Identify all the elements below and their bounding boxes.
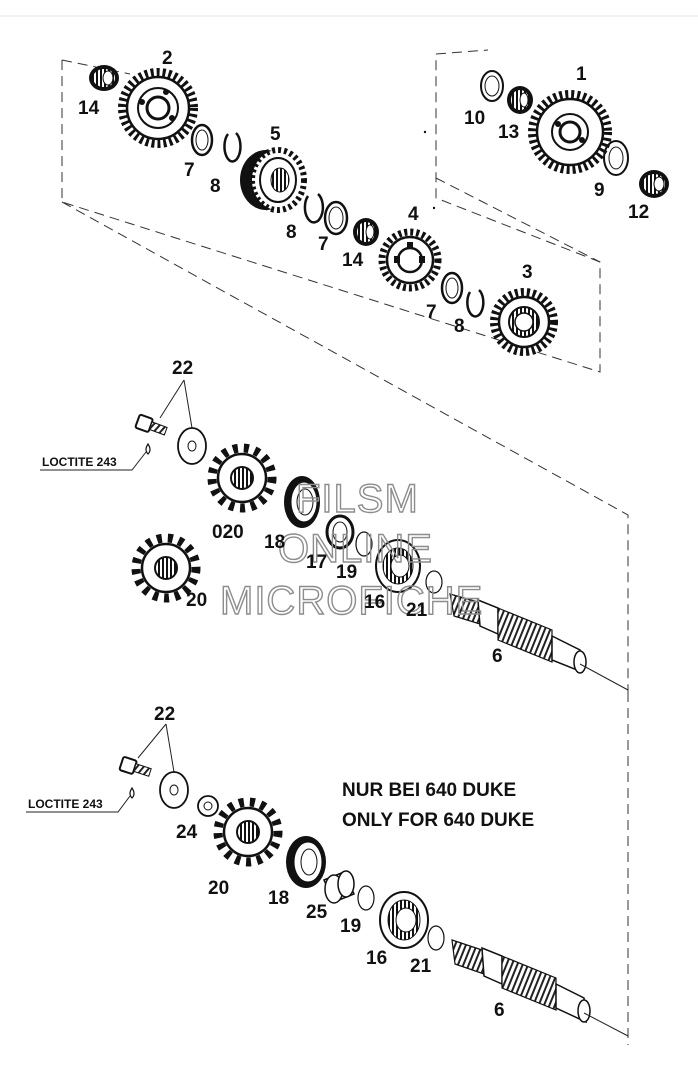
label-6-lower: 6 xyxy=(494,1000,505,1021)
label-5: 5 xyxy=(270,124,281,145)
needle-bearing-13 xyxy=(507,86,533,114)
shaft-6-upper xyxy=(449,593,629,691)
label-20-lower: 20 xyxy=(208,878,229,899)
variant-note-de: NUR BEI 640 DUKE xyxy=(342,780,516,801)
label-22-lower: 22 xyxy=(154,704,175,725)
label-14-upper: 14 xyxy=(78,98,100,119)
label-14-middle: 14 xyxy=(342,250,364,271)
o-ring-19-lower xyxy=(357,885,375,911)
circlip-8-upper-a xyxy=(223,132,242,163)
label-7-a: 7 xyxy=(184,160,195,181)
label-19-upper: 19 xyxy=(336,562,357,583)
label-3: 3 xyxy=(522,262,533,283)
label-18-upper: 18 xyxy=(264,532,285,553)
washer-7-upper-b xyxy=(323,200,349,236)
variant-note-en: ONLY FOR 640 DUKE xyxy=(342,810,534,831)
o-ring-21-lower xyxy=(427,925,445,951)
o-ring-21-upper xyxy=(425,570,443,594)
gear-2 xyxy=(118,68,198,148)
sprocket-020 xyxy=(207,443,277,513)
label-7-c: 7 xyxy=(426,302,437,323)
gear-3 xyxy=(490,288,558,356)
label-24: 24 xyxy=(176,822,198,843)
o-ring-19-upper xyxy=(355,531,373,557)
bolt-upper xyxy=(134,413,168,436)
shaft-6-lower xyxy=(451,939,629,1037)
dashed-group-outline-upper xyxy=(61,49,601,373)
loctite-drop-upper xyxy=(40,442,151,471)
needle-bearing-14-upper xyxy=(89,65,119,91)
washer-10 xyxy=(480,70,504,102)
bolt-lower xyxy=(118,756,152,777)
label-020: 020 xyxy=(212,522,244,543)
label-8-b: 8 xyxy=(286,222,297,243)
label-21-upper: 21 xyxy=(406,600,428,621)
spacer-25 xyxy=(322,870,356,904)
needle-bearing-12 xyxy=(639,170,669,198)
circlip-8-upper-b xyxy=(303,193,325,224)
washer-7-upper-a xyxy=(190,123,214,157)
label-10: 10 xyxy=(464,108,485,129)
dashed-group-outline-shaft xyxy=(61,201,629,1045)
sprocket-20-lower xyxy=(213,797,283,867)
gear-5 xyxy=(240,147,307,213)
label-25: 25 xyxy=(306,902,328,923)
watermark-line-3: MICROFICHE xyxy=(220,579,483,623)
label-19-lower: 19 xyxy=(340,916,361,937)
washer-24 xyxy=(197,795,219,817)
label-1: 1 xyxy=(576,64,587,85)
gear-4 xyxy=(378,228,442,292)
watermark-line-1: FILSM xyxy=(296,477,419,521)
label-17: 17 xyxy=(306,552,327,573)
washer-22-upper xyxy=(177,427,207,465)
bearing-16-upper xyxy=(375,539,421,593)
label-9: 9 xyxy=(594,180,605,201)
label-20-upper: 20 xyxy=(186,590,207,611)
label-8-c: 8 xyxy=(454,316,465,337)
washer-7-upper-c xyxy=(440,271,464,305)
gear-1 xyxy=(528,90,612,174)
watermark-line-2: ONLINE xyxy=(278,527,433,571)
leader-22-lower xyxy=(137,723,175,773)
label-22-upper: 22 xyxy=(172,358,193,379)
spacer-17 xyxy=(325,514,355,550)
label-8-a: 8 xyxy=(210,176,221,197)
circlip-8-upper-c xyxy=(466,289,485,318)
label-21-lower: 21 xyxy=(410,956,432,977)
washer-22-lower xyxy=(159,771,189,809)
label-7-b: 7 xyxy=(318,234,329,255)
bearing-16-lower xyxy=(379,891,429,949)
sprocket-20-upper xyxy=(131,533,201,603)
loctite-note-lower: LOCTITE 243 xyxy=(28,797,103,811)
seal-18-upper xyxy=(284,476,320,528)
loctite-drop-lower xyxy=(26,786,135,813)
part-labels: 2 14 7 8 5 8 7 14 4 7 8 3 1 10 13 9 12 2… xyxy=(78,48,649,1021)
needle-bearing-14-middle xyxy=(353,218,379,246)
label-16-lower: 16 xyxy=(366,948,387,969)
label-2: 2 xyxy=(162,48,173,69)
loctite-note-upper: LOCTITE 243 xyxy=(42,455,117,469)
washer-9 xyxy=(603,140,629,176)
label-16-upper: 16 xyxy=(364,592,385,613)
label-12: 12 xyxy=(628,202,649,223)
label-18-lower: 18 xyxy=(268,888,289,909)
leader-22-upper xyxy=(159,379,193,429)
label-4: 4 xyxy=(408,204,419,225)
label-13: 13 xyxy=(498,122,519,143)
seal-18-lower xyxy=(286,836,326,888)
watermark: FILSM ONLINE MICROFICHE xyxy=(219,476,483,623)
label-6-upper: 6 xyxy=(492,646,503,667)
